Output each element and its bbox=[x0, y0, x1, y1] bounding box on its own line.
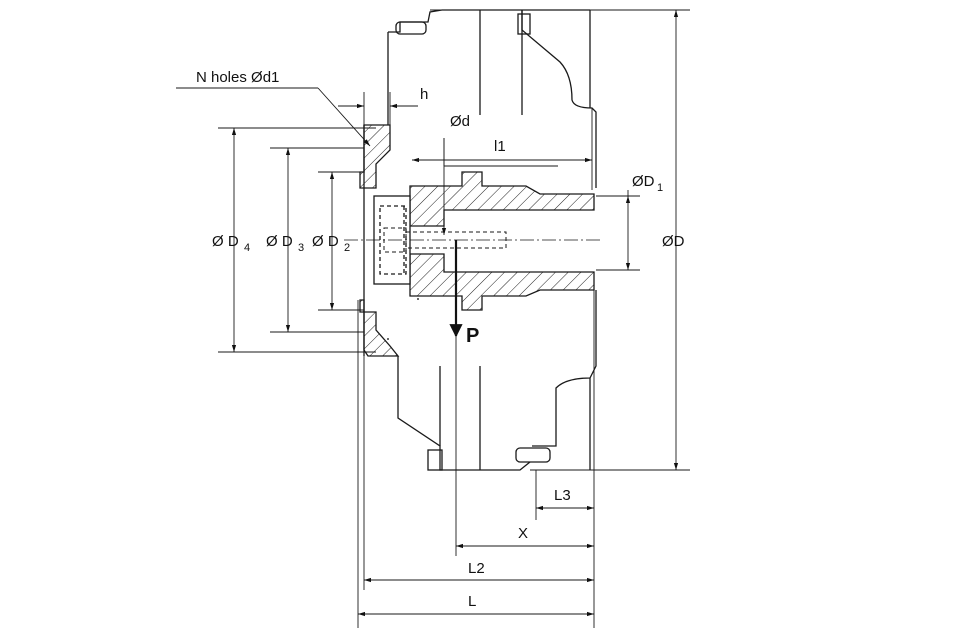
label-D3-sub: 3 bbox=[298, 242, 304, 254]
label-d1-sub: 1 bbox=[657, 182, 663, 194]
label-D2-sub: 2 bbox=[344, 242, 350, 254]
label-D3-main: Ø D bbox=[266, 233, 293, 250]
housing-outline bbox=[387, 9, 597, 471]
label-D4-main: Ø D bbox=[212, 233, 239, 250]
label-L: L bbox=[468, 593, 476, 610]
label-X: X bbox=[518, 525, 528, 542]
bottom-bolt-left bbox=[427, 449, 443, 471]
top-bolt-left bbox=[395, 21, 427, 35]
top-bolt-right bbox=[517, 13, 531, 35]
label-D2-main: Ø D bbox=[312, 233, 339, 250]
label-n-holes: N holes Ød1 bbox=[196, 69, 279, 86]
label-P: P bbox=[466, 325, 479, 347]
label-d: Ød bbox=[450, 113, 470, 130]
label-L2: L2 bbox=[468, 560, 485, 577]
dimension-lines bbox=[176, 9, 690, 628]
label-D: ØD bbox=[662, 233, 685, 250]
label-l1: l1 bbox=[494, 138, 506, 155]
hub-section bbox=[373, 171, 595, 311]
bottom-bolt-right bbox=[515, 447, 551, 463]
label-h: h bbox=[420, 86, 428, 103]
label-d1-main: ØD bbox=[632, 173, 655, 190]
label-L3: L3 bbox=[554, 487, 571, 504]
label-D4-sub: 4 bbox=[244, 242, 250, 254]
